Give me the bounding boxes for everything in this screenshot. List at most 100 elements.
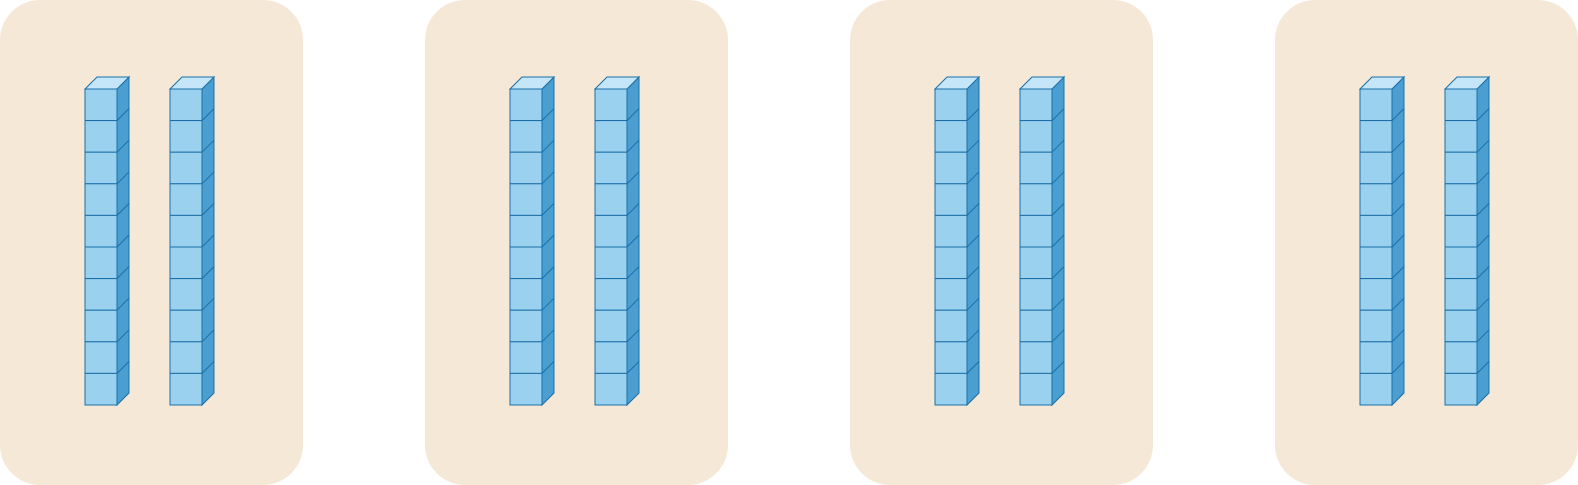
cube-side-divider [1051, 297, 1065, 311]
cube-side-divider [1476, 171, 1490, 185]
cube-side-divider [1391, 139, 1405, 153]
cube-side-divider [116, 108, 130, 121]
unit-cube [1019, 341, 1053, 374]
ten-rod [1358, 75, 1406, 407]
cube-side-divider [1476, 203, 1490, 216]
ten-rod [1018, 75, 1066, 407]
cube-side-divider [1391, 329, 1405, 343]
cube-side-divider [201, 329, 215, 343]
cube-side-divider [1476, 139, 1490, 153]
unit-cube [594, 278, 628, 311]
unit-cube [1019, 151, 1053, 185]
cube-side-divider [201, 139, 215, 153]
tens-group-card [0, 0, 303, 485]
unit-cube [1444, 88, 1478, 122]
cube-side-divider [966, 203, 980, 216]
unit-cube [934, 214, 968, 248]
unit-cube [1019, 88, 1053, 122]
cube-side-divider [116, 266, 130, 279]
tens-rods-drawing [508, 75, 641, 407]
cube-side-divider [201, 108, 215, 121]
unit-cube [934, 372, 968, 406]
cube-side-divider [966, 108, 980, 121]
unit-cube [1019, 278, 1053, 311]
cube-side-divider [626, 203, 640, 216]
tens-rods-drawing [1358, 75, 1491, 407]
cube-side-divider [626, 139, 640, 153]
cube-side-divider [116, 171, 130, 185]
cube-side-divider [966, 234, 980, 248]
unit-cube [169, 183, 203, 216]
cube-side-divider [626, 171, 640, 185]
unit-cube [1019, 372, 1053, 406]
unit-cube [509, 278, 543, 311]
cube-side-divider [966, 171, 980, 185]
unit-cube [169, 372, 203, 406]
cube-side-divider [626, 108, 640, 121]
unit-cube [1359, 278, 1393, 311]
cube-side-divider [1051, 139, 1065, 153]
cube-side-divider [1391, 266, 1405, 279]
unit-cube [509, 120, 543, 153]
unit-cube [934, 88, 968, 122]
unit-cube [84, 246, 118, 280]
cube-side-divider [626, 234, 640, 248]
unit-cube [594, 214, 628, 248]
unit-cube [1019, 246, 1053, 280]
unit-cube [169, 120, 203, 153]
unit-cube [509, 309, 543, 343]
unit-cube [1444, 278, 1478, 311]
ten-rod [593, 75, 641, 407]
unit-cube [84, 88, 118, 122]
unit-cube [594, 372, 628, 406]
cube-side-divider [541, 234, 555, 248]
cube-side-divider [1476, 266, 1490, 279]
unit-cube [509, 151, 543, 185]
cube-side-divider [541, 361, 555, 374]
cube-side-divider [1051, 234, 1065, 248]
cube-side-divider [626, 297, 640, 311]
unit-cube [1019, 309, 1053, 343]
unit-cube [84, 183, 118, 216]
ten-rod [933, 75, 981, 407]
unit-cube [1359, 214, 1393, 248]
unit-cube [509, 341, 543, 374]
cube-side-divider [626, 266, 640, 279]
cube-side-divider [116, 139, 130, 153]
unit-cube [1359, 372, 1393, 406]
cube-side-divider [116, 203, 130, 216]
cube-side-divider [1476, 361, 1490, 374]
unit-cube [509, 88, 543, 122]
unit-cube [1444, 120, 1478, 153]
unit-cube [169, 246, 203, 280]
cube-side-divider [201, 171, 215, 185]
cube-side-divider [966, 266, 980, 279]
unit-cube [84, 151, 118, 185]
unit-cube [169, 88, 203, 122]
unit-cube [594, 183, 628, 216]
cube-side-divider [201, 203, 215, 216]
unit-cube [934, 151, 968, 185]
unit-cube [84, 278, 118, 311]
cube-side-divider [1476, 297, 1490, 311]
cube-side-divider [201, 297, 215, 311]
ten-rod [1443, 75, 1491, 407]
cube-side-divider [966, 139, 980, 153]
unit-cube [1019, 183, 1053, 216]
unit-cube [594, 246, 628, 280]
ten-rod [83, 75, 131, 407]
cube-side-divider [1391, 297, 1405, 311]
cube-side-divider [966, 329, 980, 343]
unit-cube [84, 372, 118, 406]
cube-side-divider [541, 203, 555, 216]
unit-cube [934, 278, 968, 311]
ten-rod [168, 75, 216, 407]
unit-cube [1359, 183, 1393, 216]
unit-cube [934, 309, 968, 343]
unit-cube [934, 120, 968, 153]
unit-cube [1444, 246, 1478, 280]
unit-cube [1444, 214, 1478, 248]
unit-cube [1444, 151, 1478, 185]
unit-cube [1019, 120, 1053, 153]
unit-cube [1359, 88, 1393, 122]
